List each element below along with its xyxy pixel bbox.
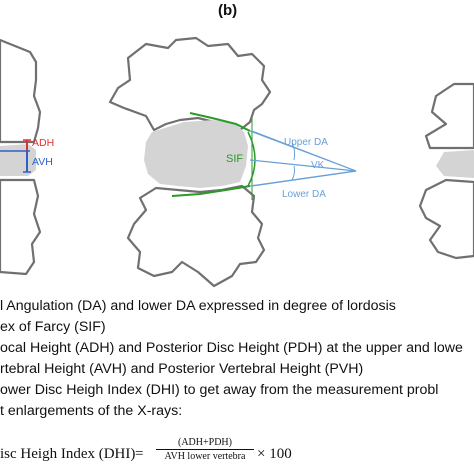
center-lower-vertebra [126, 184, 266, 288]
legend-line-dhi: ower Disc Heigh Index (DHI) to get away … [0, 382, 439, 398]
formula-fraction: (ADH+PDH) AVH lower vertebra [156, 437, 254, 462]
formula-times-100: × 100 [257, 446, 292, 462]
center-upper-vertebra [108, 36, 272, 132]
left-disc [0, 144, 36, 176]
panel-label: (b) [218, 2, 238, 19]
sif-label: SIF [226, 153, 243, 165]
left-lower-vertebra [0, 178, 42, 276]
left-upper-vertebra [0, 38, 42, 144]
lower-da-arc [291, 165, 296, 181]
legend-line-da: l Angulation (DA) and lower DA expressed… [0, 298, 396, 314]
right-lower-vertebra [418, 178, 474, 260]
right-disc [436, 150, 474, 178]
lower-da-label: Lower DA [282, 189, 326, 200]
da-angle-lines [249, 130, 357, 187]
sif-arc [247, 131, 256, 187]
formula-lhs: isc Heigh Index (DHI) [0, 446, 136, 462]
upper-da-arc [291, 141, 296, 161]
legend-line-avh-pvh: rtebral Height (AVH) and Posterior Verte… [0, 361, 364, 377]
lower-endplate-line [171, 185, 251, 197]
formula-equals: = [135, 446, 144, 462]
formula-numerator: (ADH+PDH) [156, 437, 254, 450]
adh-label: ADH [32, 137, 54, 149]
right-upper-vertebra [424, 82, 474, 150]
center-disc [144, 120, 248, 188]
formula-denominator: AVH lower vertebra [164, 451, 246, 462]
upper-endplate-line [189, 112, 251, 132]
legend-line-adh-pdh: ocal Height (ADH) and Posterior Disc Hei… [0, 340, 463, 356]
legend-line-sif: ex of Farcy (SIF) [0, 319, 106, 335]
avh-label: AVH [32, 156, 53, 168]
legend-line-xray: t enlargements of the X-rays: [0, 403, 183, 419]
upper-da-label: Upper DA [284, 137, 328, 148]
vk-label: VK [311, 160, 325, 171]
